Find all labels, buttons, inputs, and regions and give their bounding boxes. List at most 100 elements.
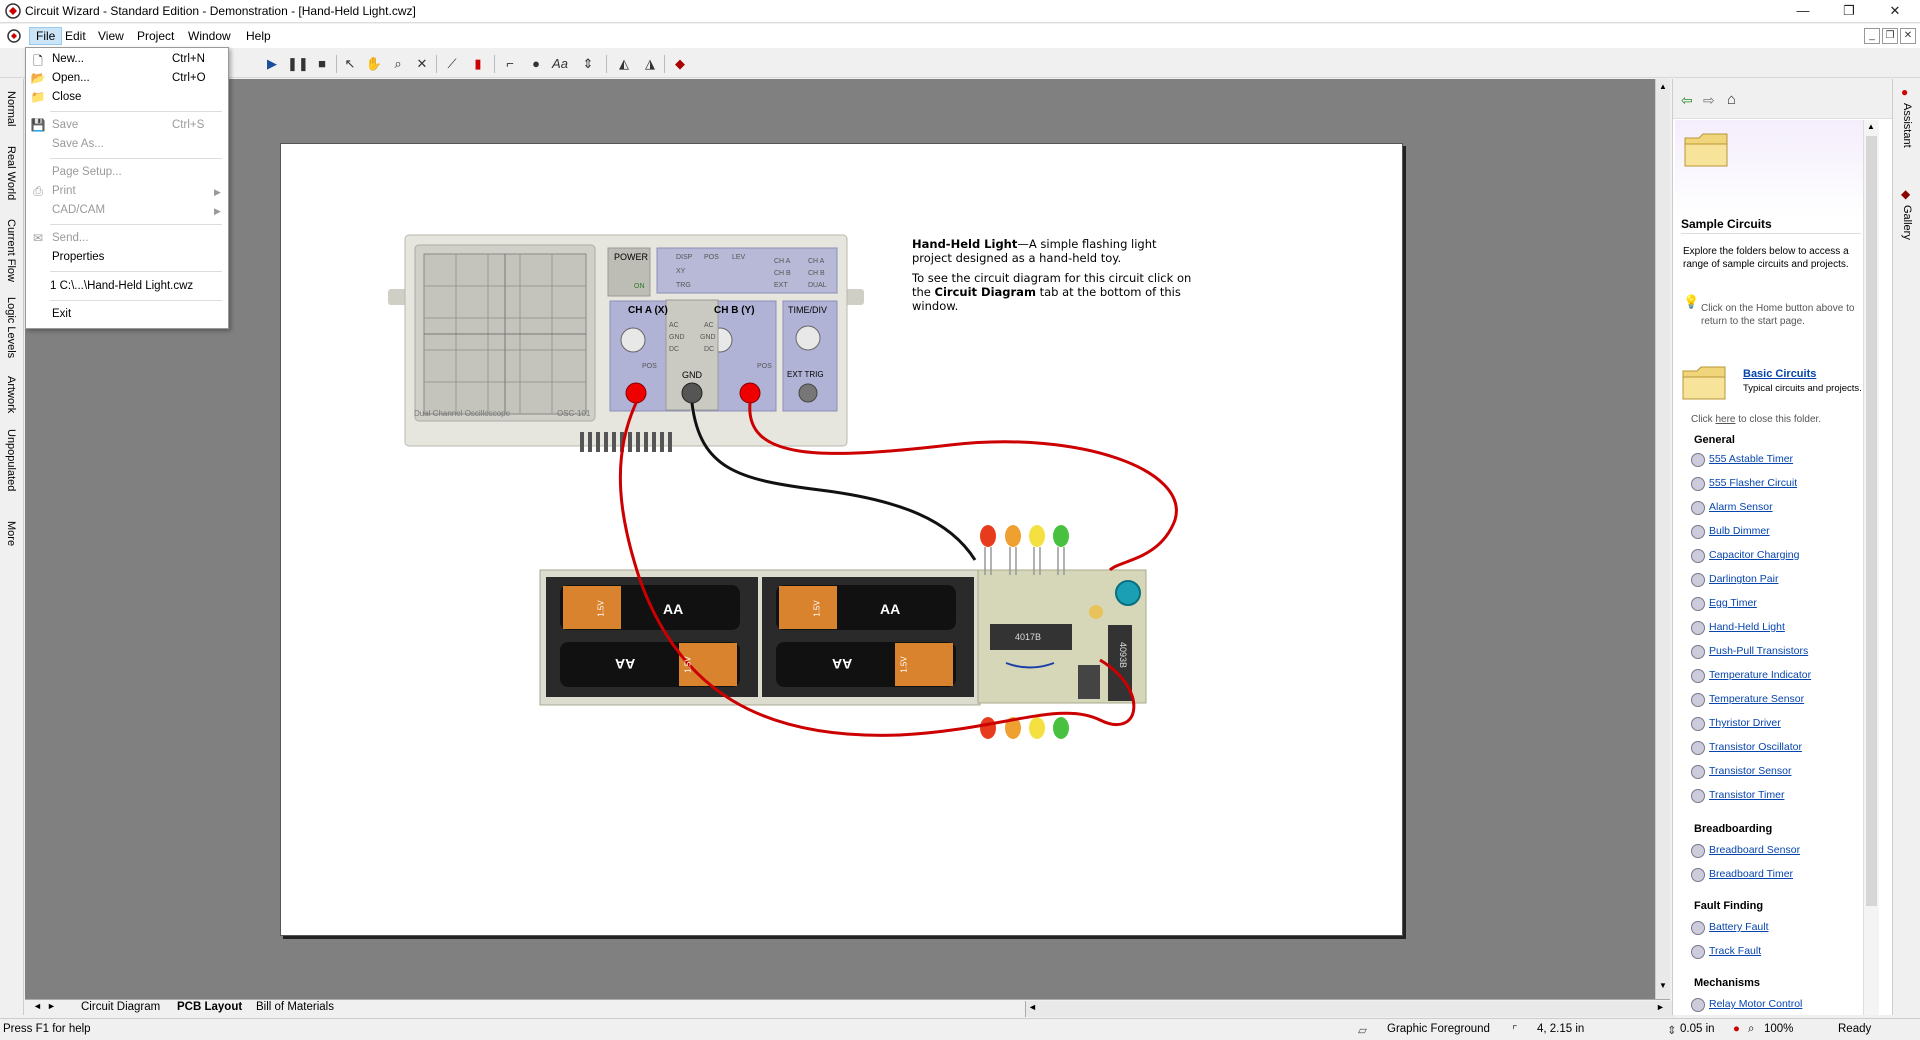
tab-next-icon[interactable]: ►	[47, 1001, 56, 1011]
link-breadboard-timer[interactable]: Breadboard Timer	[1709, 868, 1794, 880]
link-relay-motor-control[interactable]: Relay Motor Control	[1709, 998, 1803, 1010]
wire-icon[interactable]: ⌐	[506, 56, 514, 71]
maximize-button[interactable]: ❐	[1843, 3, 1855, 18]
tab-artwork[interactable]: Artwork	[5, 376, 17, 414]
link-temperature-indicator[interactable]: Temperature Indicator	[1709, 669, 1812, 681]
menu-item-recent-file[interactable]: 1 C:\...\Hand-Held Light.cwz	[50, 280, 194, 292]
menu-item-page-setup[interactable]: Page Setup...	[52, 166, 122, 178]
tab-real-world[interactable]: Real World	[5, 146, 17, 201]
link-thyristor-driver[interactable]: Thyristor Driver	[1709, 717, 1781, 729]
menu-item-new[interactable]: New...	[52, 53, 84, 65]
close-button[interactable]: ✕	[1889, 3, 1901, 18]
pause-icon[interactable]: ❚❚	[287, 56, 309, 71]
link-hand-held-light[interactable]: Hand-Held Light	[1709, 621, 1785, 633]
tab-more[interactable]: More	[5, 521, 17, 547]
menu-view[interactable]: View	[98, 29, 124, 43]
tab-unpopulated[interactable]: Unpopulated	[5, 429, 17, 492]
gallery-icon[interactable]: ◆	[675, 56, 685, 71]
component-icon[interactable]: ●	[532, 56, 540, 71]
menu-item-send[interactable]: Send...	[52, 232, 89, 244]
play-icon[interactable]: ▶	[267, 56, 277, 71]
back-icon[interactable]: ⇦	[1681, 92, 1693, 108]
stop-icon[interactable]: ■	[318, 56, 326, 71]
link-battery-fault[interactable]: Battery Fault	[1709, 921, 1769, 933]
scroll-down-icon[interactable]: ▼	[1659, 981, 1667, 990]
link-push-pull-transistors[interactable]: Push-Pull Transistors	[1709, 645, 1809, 657]
link-breadboard-sensor[interactable]: Breadboard Sensor	[1709, 844, 1801, 856]
mdi-minimize-button[interactable]: _	[1864, 28, 1880, 44]
basic-circuits-folder-icon[interactable]	[1681, 363, 1727, 403]
scroll-up-icon[interactable]: ▲	[1659, 82, 1667, 91]
close-folder-link[interactable]: here	[1715, 414, 1736, 425]
link-darlington-pair[interactable]: Darlington Pair	[1709, 573, 1779, 585]
assistant-scrollbar[interactable]: ▲	[1863, 120, 1879, 1015]
menu-item-properties[interactable]: Properties	[52, 251, 105, 263]
align-icon[interactable]: ⇕	[582, 56, 594, 71]
snap-toggle-icon[interactable]: ●	[1733, 1023, 1740, 1035]
scroll-right-icon[interactable]: ►	[1656, 1002, 1665, 1012]
menu-item-close[interactable]: Close	[52, 91, 82, 103]
circuit-board[interactable]	[977, 569, 1147, 704]
forward-icon[interactable]: ⇨	[1703, 92, 1715, 108]
menu-item-print[interactable]: Print	[52, 185, 76, 197]
assistant-scroll-thumb[interactable]	[1866, 136, 1877, 906]
tab-gallery[interactable]: Gallery	[1901, 205, 1913, 240]
home-icon[interactable]: ⌂	[1727, 91, 1737, 108]
osc-cha-label: CH A (X)	[628, 305, 668, 316]
tab-circuit-diagram[interactable]: Circuit Diagram	[81, 1001, 161, 1013]
link-track-fault[interactable]: Track Fault	[1709, 945, 1762, 957]
doc-icon[interactable]	[6, 28, 22, 44]
menu-item-save-as[interactable]: Save As...	[52, 138, 104, 150]
tab-assistant[interactable]: Assistant	[1901, 103, 1913, 148]
menu-item-cad-cam[interactable]: CAD/CAM	[52, 204, 106, 216]
link-transistor-oscillator[interactable]: Transistor Oscillator	[1709, 741, 1802, 753]
canvas-horizontal-scrollbar[interactable]: ◄ ►	[1025, 1001, 1675, 1017]
link-temperature-sensor[interactable]: Temperature Sensor	[1709, 693, 1805, 705]
zoom-icon[interactable]: ⌕	[394, 56, 402, 71]
tab-bill-of-materials[interactable]: Bill of Materials	[256, 1001, 334, 1013]
tab-pcb-layout[interactable]: PCB Layout	[177, 1001, 243, 1013]
menu-file[interactable]: File	[29, 27, 63, 45]
minimize-button[interactable]: —	[1796, 3, 1810, 18]
scroll-left-icon[interactable]: ◄	[1028, 1002, 1037, 1012]
mdi-restore-button[interactable]: ❐	[1882, 28, 1898, 44]
status-bar: Press F1 for help ▱ Graphic Foreground ⌜…	[0, 1018, 1920, 1040]
pointer-icon[interactable]: ↖	[344, 56, 356, 71]
menu-item-open[interactable]: Open...	[52, 72, 90, 84]
delete-icon[interactable]: ✕	[416, 56, 428, 71]
battery-voltage-4: 1.5V	[899, 656, 909, 673]
link-bulb-dimmer[interactable]: Bulb Dimmer	[1709, 525, 1770, 537]
link-egg-timer[interactable]: Egg Timer	[1709, 597, 1757, 609]
menu-item-exit[interactable]: Exit	[52, 308, 72, 320]
tab-current-flow[interactable]: Current Flow	[5, 219, 17, 282]
menu-project[interactable]: Project	[137, 29, 175, 43]
menu-item-save[interactable]: Save	[52, 119, 79, 131]
assistant-nav: ⇦ ⇨ ⌂	[1673, 79, 1893, 119]
battery-holder[interactable]	[539, 569, 981, 706]
menu-help[interactable]: Help	[246, 29, 271, 43]
link-capacitor-charging[interactable]: Capacitor Charging	[1709, 549, 1800, 561]
link-alarm-sensor[interactable]: Alarm Sensor	[1709, 501, 1773, 513]
tab-normal[interactable]: Normal	[5, 91, 17, 127]
graph-icon[interactable]: ▮	[474, 56, 482, 71]
canvas-vertical-scrollbar[interactable]: ▲ ▼	[1655, 79, 1670, 999]
menu-window[interactable]: Window	[188, 29, 231, 43]
link-transistor-sensor[interactable]: Transistor Sensor	[1709, 765, 1792, 777]
link-555-astable-timer[interactable]: 555 Astable Timer	[1709, 453, 1794, 465]
text-icon[interactable]: Aa	[552, 56, 568, 71]
hand-icon[interactable]: ✋	[365, 56, 383, 71]
probe-icon[interactable]: ⟋	[447, 56, 457, 71]
rotate-icon[interactable]: ◮	[645, 56, 655, 71]
oscilloscope[interactable]	[388, 234, 864, 452]
menu-edit[interactable]: Edit	[65, 29, 86, 43]
app-icon	[5, 3, 21, 19]
assistant-scroll-up-icon[interactable]: ▲	[1867, 122, 1875, 131]
mirror-icon[interactable]: ◭	[619, 56, 629, 71]
tab-logic-levels[interactable]: Logic Levels	[5, 297, 17, 359]
link-555-flasher-circuit[interactable]: 555 Flasher Circuit	[1709, 477, 1798, 489]
tab-prev-icon[interactable]: ◄	[33, 1001, 42, 1011]
basic-circuits-link[interactable]: Basic Circuits	[1743, 368, 1817, 380]
link-transistor-timer[interactable]: Transistor Timer	[1709, 789, 1785, 801]
mdi-close-button[interactable]: ✕	[1900, 28, 1916, 44]
battery-voltage-1: 1.5V	[812, 600, 822, 617]
